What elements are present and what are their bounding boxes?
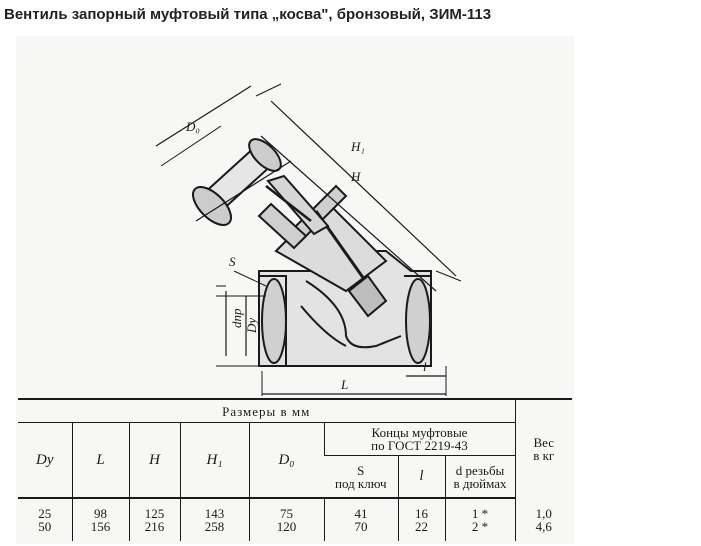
label-dy: Dy	[244, 318, 259, 334]
table-title: Размеры в мм	[18, 398, 515, 423]
label-h1: H₁	[350, 139, 365, 154]
header-s: S под ключ	[324, 455, 398, 500]
header-l: L	[71, 422, 129, 499]
label-l-small: l	[423, 359, 427, 374]
page-title: Вентиль запорный муфтовый типа „косва", …	[4, 6, 492, 23]
header-d: d резьбы в дюймах	[444, 455, 515, 500]
label-h: H	[350, 169, 361, 184]
header-d0: D₀	[248, 422, 324, 499]
header-dy: Dy	[18, 422, 72, 499]
header-l-small: l	[397, 455, 445, 500]
label-l-big: L	[340, 377, 348, 392]
scanned-document: D₀ H₁ H S dпр Dy L l Размеры в мм Вес в …	[16, 36, 574, 544]
label-s: S	[229, 254, 236, 269]
valve-drawing: D₀ H₁ H S dпр Dy L l	[155, 83, 462, 396]
label-dpr: dпр	[229, 308, 244, 328]
header-h: H	[128, 422, 180, 499]
header-h1: H₁	[179, 422, 249, 499]
dimensions-table: Размеры в мм Вес в кг Dy L H H₁ D₀ Концы…	[18, 398, 572, 541]
label-d0: D₀	[185, 119, 200, 134]
header-ends: Концы муфтовые по ГОСТ 2219-43	[323, 422, 515, 457]
cell-d: 1 *2 *	[444, 498, 515, 541]
header-weight: Вес в кг	[514, 398, 572, 498]
